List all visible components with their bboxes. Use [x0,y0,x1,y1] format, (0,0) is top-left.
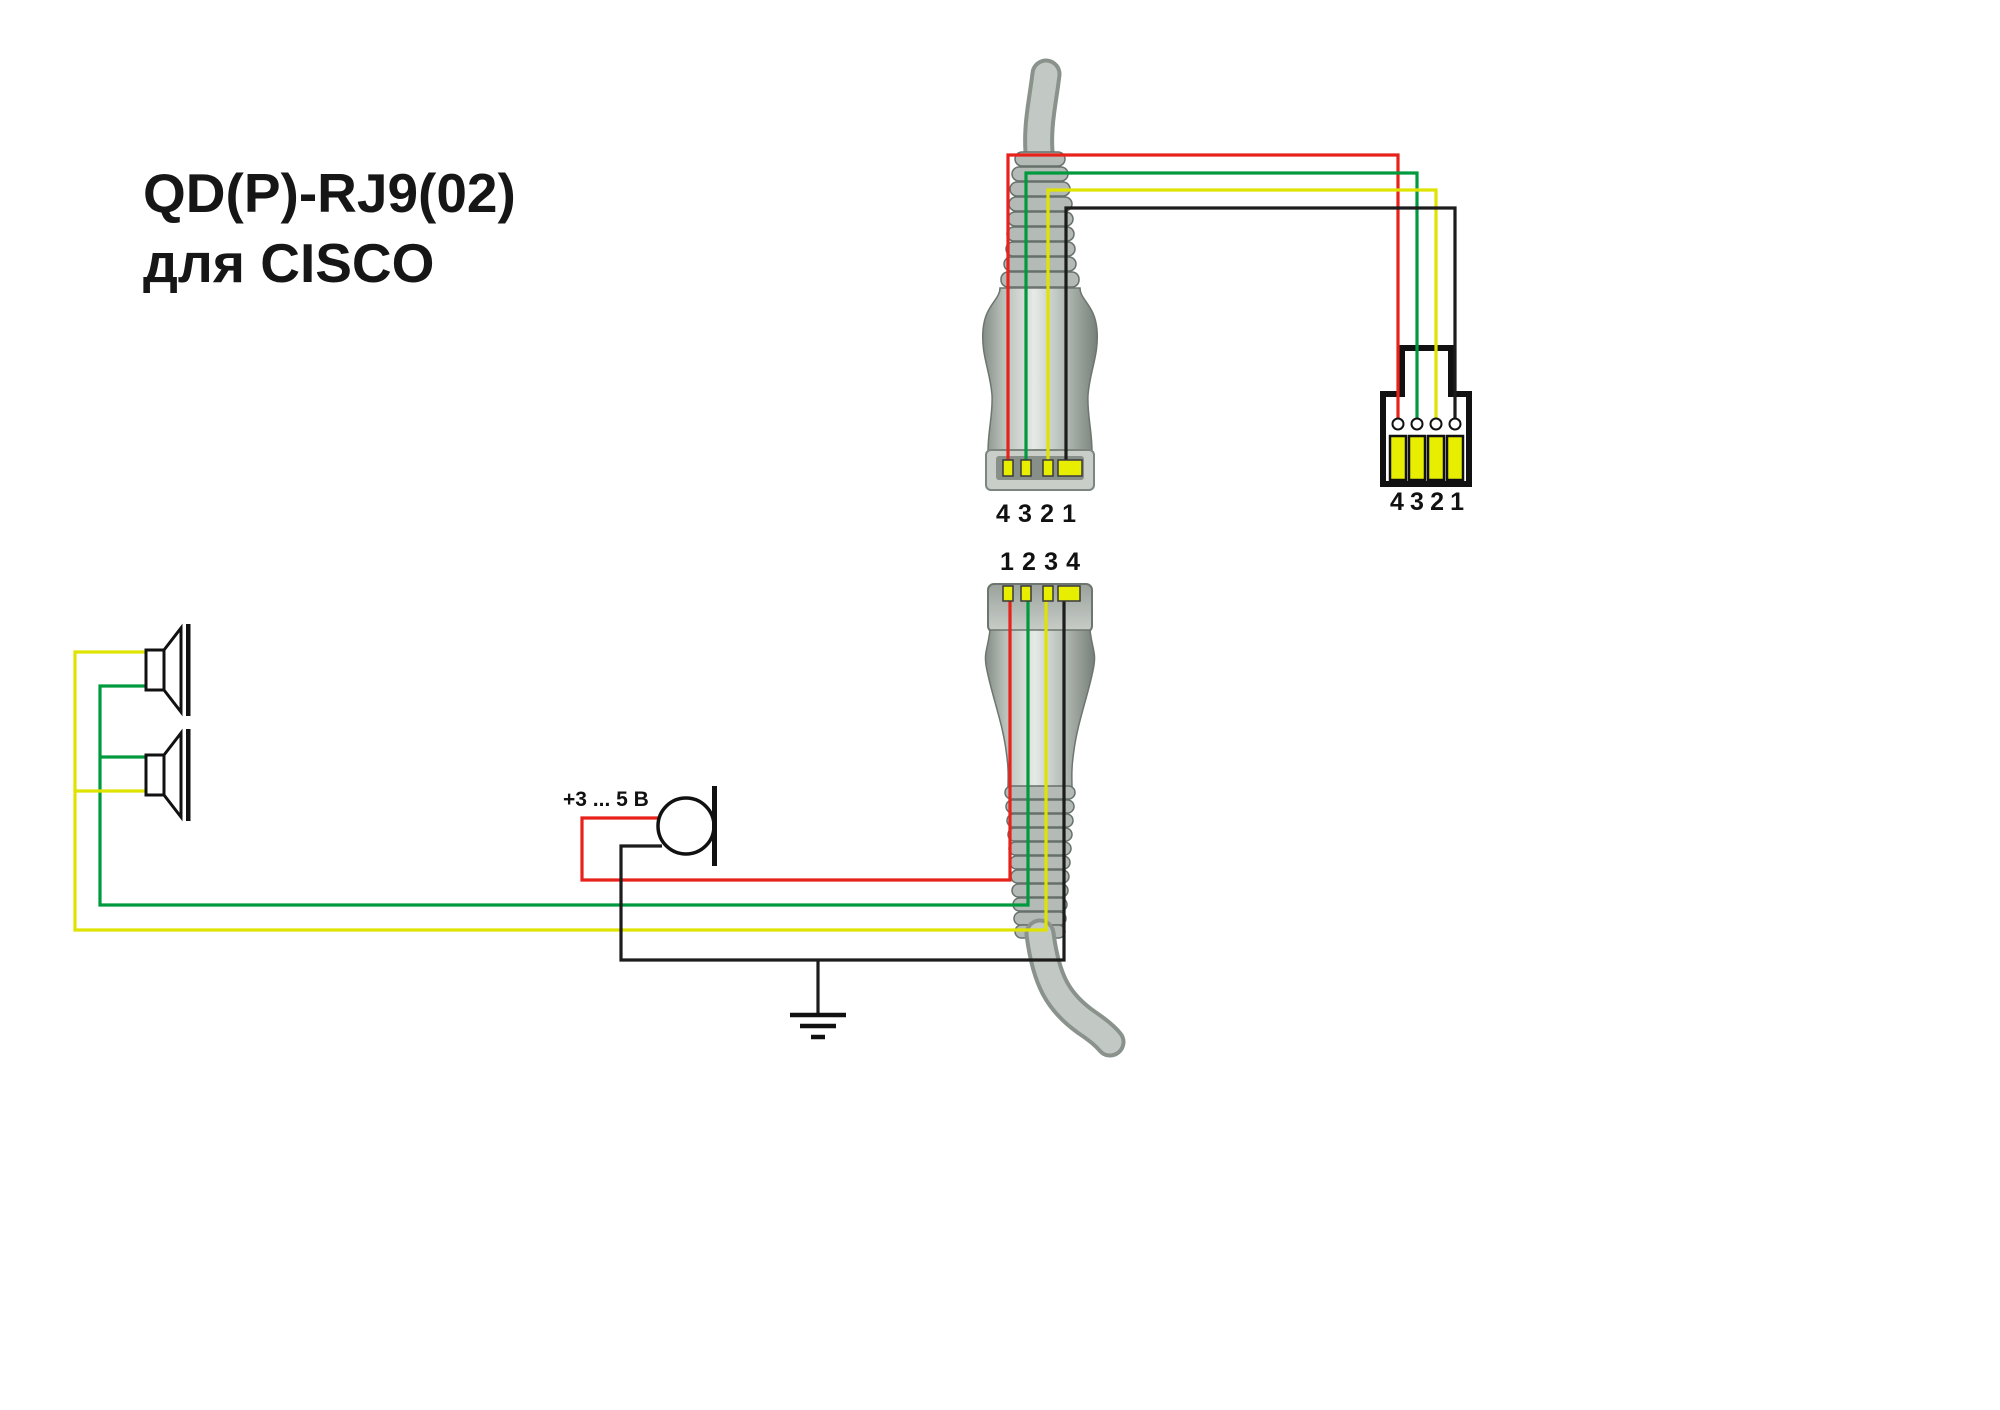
wire-green [98,171,1419,907]
qd-bottom-pin-label: 1 [1000,548,1014,576]
speaker-top [144,623,191,717]
rj9-pin-label: 4 [1390,488,1404,516]
qd-top-pin-label: 1 [1062,500,1076,528]
speaker-top-cone [162,623,183,717]
speaker-top-magnet [144,648,166,692]
qd-bottom-pin-label: 4 [1066,548,1080,576]
wire-green-qd-to-speakers [98,590,1030,907]
wire-yellow-qd-to-rj9 [1046,188,1438,472]
microphone-capsule [656,796,716,856]
qd-bottom-body [984,629,1096,789]
qd-top-pin-label: 4 [996,500,1010,528]
ground-symbol [790,1012,846,1040]
wire-yellow-qd-to-speakers [73,590,1048,932]
qd-top-pin-labels: 4 3 2 1 [996,500,1076,529]
microphone-backplate [712,786,717,866]
speaker-bottom-cone [162,728,183,822]
wire-red-qd-to-rj9 [1006,153,1400,472]
qd-bottom-contacts [1002,585,1081,602]
qd-connector-top [981,58,1099,491]
speaker-bottom [144,728,191,822]
qd-top-cable [1027,62,1058,164]
wire-red [580,153,1400,882]
wire-red-qd-to-mic [580,590,1012,882]
qd-bottom-pin-labels: 1 2 3 4 [1000,548,1080,577]
rj9-pin-labels: 4 3 2 1 [1390,488,1464,517]
speaker-top-baffle [186,624,191,716]
qd-top-pin-label: 2 [1040,500,1054,528]
diagram-title: QD(P)-RJ9(02) для CISCO [143,158,516,299]
wire-black [619,206,1457,1014]
microphone [656,786,717,866]
rj9-contacts [1388,434,1465,482]
title-line-2: для CISCO [143,232,435,295]
title-line-1: QD(P)-RJ9(02) [143,162,516,224]
rj9-pin-label: 1 [1450,488,1464,516]
qd-bottom-cable [1028,922,1122,1054]
qd-bottom-pin-label: 3 [1044,548,1058,576]
wire-black-qd-to-mic [619,590,1066,962]
wire-green-qd-to-rj9 [1024,171,1419,472]
qd-top-contacts [1002,459,1083,477]
qd-connector-bottom [984,583,1126,1058]
mic-voltage-label: +3 ... 5 В [563,788,649,811]
qd-bottom-pin-label: 2 [1022,548,1036,576]
speaker-bottom-magnet [144,753,166,797]
rj9-pin-label: 2 [1430,488,1444,516]
qd-top-pin-label: 3 [1018,500,1032,528]
qd-top-body [981,287,1099,453]
speaker-bottom-baffle [186,729,191,821]
wire-yellow [73,188,1438,932]
wire-black-qd-to-rj9 [1064,206,1457,472]
rj9-pin-label: 3 [1410,488,1424,516]
rj9-wire-holes [1391,417,1462,431]
